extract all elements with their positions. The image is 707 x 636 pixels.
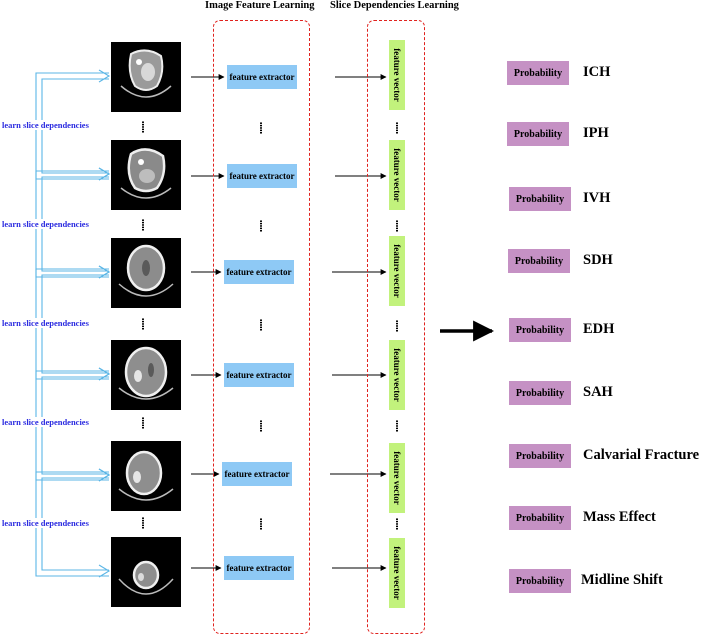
feature-vector: feature vector — [389, 140, 405, 210]
output-label-mass-effect: Mass Effect — [583, 509, 656, 525]
ct-scan-icon — [118, 560, 174, 595]
ct-scan-icon — [118, 450, 174, 501]
feature-extractor: feature extractor — [224, 260, 294, 284]
flow-arrows — [191, 74, 387, 571]
output-label-ich: ICH — [583, 64, 611, 80]
ct-scan-icon — [120, 148, 172, 199]
feature-extractor: feature extractor — [224, 556, 294, 580]
output-label-ivh: IVH — [583, 190, 611, 206]
feature-vector: feature vector — [389, 236, 405, 306]
bracket-arrowhead — [98, 167, 111, 181]
probability-box: Probability — [509, 187, 571, 211]
feature-vector-label: feature vector — [392, 348, 402, 402]
feature-vector-label: feature vector — [392, 244, 402, 298]
output-label-iph: IPH — [583, 125, 609, 141]
ellipsis-dots — [142, 517, 144, 529]
bracket-arrowhead — [98, 367, 111, 381]
ct-slice-image — [111, 441, 181, 511]
feature-extractor: feature extractor — [227, 65, 297, 89]
feature-vector: feature vector — [389, 538, 405, 608]
ct-slice-image — [111, 140, 181, 210]
bracket-arrowhead — [98, 468, 111, 482]
ellipsis-dots — [396, 320, 398, 332]
bracket-arrowhead — [98, 564, 111, 578]
bracket-arrowhead — [98, 265, 111, 279]
ellipsis-dots — [396, 122, 398, 134]
ellipsis-dots — [142, 121, 144, 133]
ellipsis-dots — [142, 417, 144, 429]
ct-slice-image — [111, 340, 181, 410]
ellipsis-dots — [260, 220, 262, 232]
bracket-arrowhead — [98, 167, 111, 181]
probability-box: Probability — [508, 249, 570, 273]
feature-vector: feature vector — [389, 443, 405, 513]
output-label-calvarial-fracture: Calvarial Fracture — [583, 447, 700, 463]
ct-slice-image — [111, 42, 181, 112]
learn-slice-dependencies-label: learn slice dependencies — [1, 219, 90, 229]
probability-box: Probability — [509, 318, 571, 342]
ellipsis-dots — [396, 518, 398, 530]
ellipsis-dots — [396, 220, 398, 232]
feature-vector: feature vector — [389, 340, 405, 410]
ellipsis-dots — [260, 518, 262, 530]
probability-box: Probability — [507, 122, 569, 146]
feature-vector-label: feature vector — [392, 48, 402, 102]
ellipsis-dots — [260, 420, 262, 432]
learn-slice-dependencies-label: learn slice dependencies — [1, 318, 90, 328]
feature-extractor: feature extractor — [222, 462, 292, 486]
probability-box: Probability — [509, 506, 571, 530]
ellipsis-dots — [260, 122, 262, 134]
header-image-feature-learning: Image Feature Learning — [205, 0, 315, 11]
feature-vector: feature vector — [389, 40, 405, 110]
feature-vector-label: feature vector — [392, 148, 402, 202]
ct-slice-image — [111, 537, 181, 607]
bracket-arrowhead — [98, 265, 111, 279]
ellipsis-dots — [396, 420, 398, 432]
probability-box: Probability — [507, 61, 569, 85]
bracket-arrowhead — [98, 468, 111, 482]
probability-box: Probability — [509, 444, 571, 468]
ellipsis-dots — [142, 318, 144, 330]
ellipsis-dots — [142, 219, 144, 231]
ellipsis-dots — [260, 319, 262, 331]
ct-scan-icon — [118, 346, 174, 400]
feature-vector-label: feature vector — [392, 451, 402, 505]
learn-slice-dependencies-label: learn slice dependencies — [1, 417, 90, 427]
ct-scan-icon — [120, 49, 172, 98]
learn-slice-dependencies-label: learn slice dependencies — [1, 120, 90, 130]
output-label-sdh: SDH — [583, 252, 613, 268]
probability-box: Probability — [509, 569, 571, 593]
output-label-edh: EDH — [583, 321, 615, 337]
ct-scan-icon — [118, 244, 174, 297]
ct-slice-image — [111, 238, 181, 308]
learn-slice-dependencies-label: learn slice dependencies — [1, 518, 90, 528]
output-label-midline-shift: Midline Shift — [581, 572, 663, 588]
feature-vector-label: feature vector — [392, 546, 402, 600]
bracket-arrowhead — [98, 367, 111, 381]
output-label-sah: SAH — [583, 384, 613, 400]
feature-extractor: feature extractor — [227, 164, 297, 188]
bracket-arrowhead — [98, 69, 111, 83]
slice-dependencies-learning-box — [367, 20, 425, 634]
image-feature-learning-box — [213, 20, 310, 634]
probability-box: Probability — [509, 381, 571, 405]
feature-extractor: feature extractor — [224, 363, 294, 387]
header-slice-dependencies-learning: Slice Dependencies Learning — [330, 0, 459, 11]
